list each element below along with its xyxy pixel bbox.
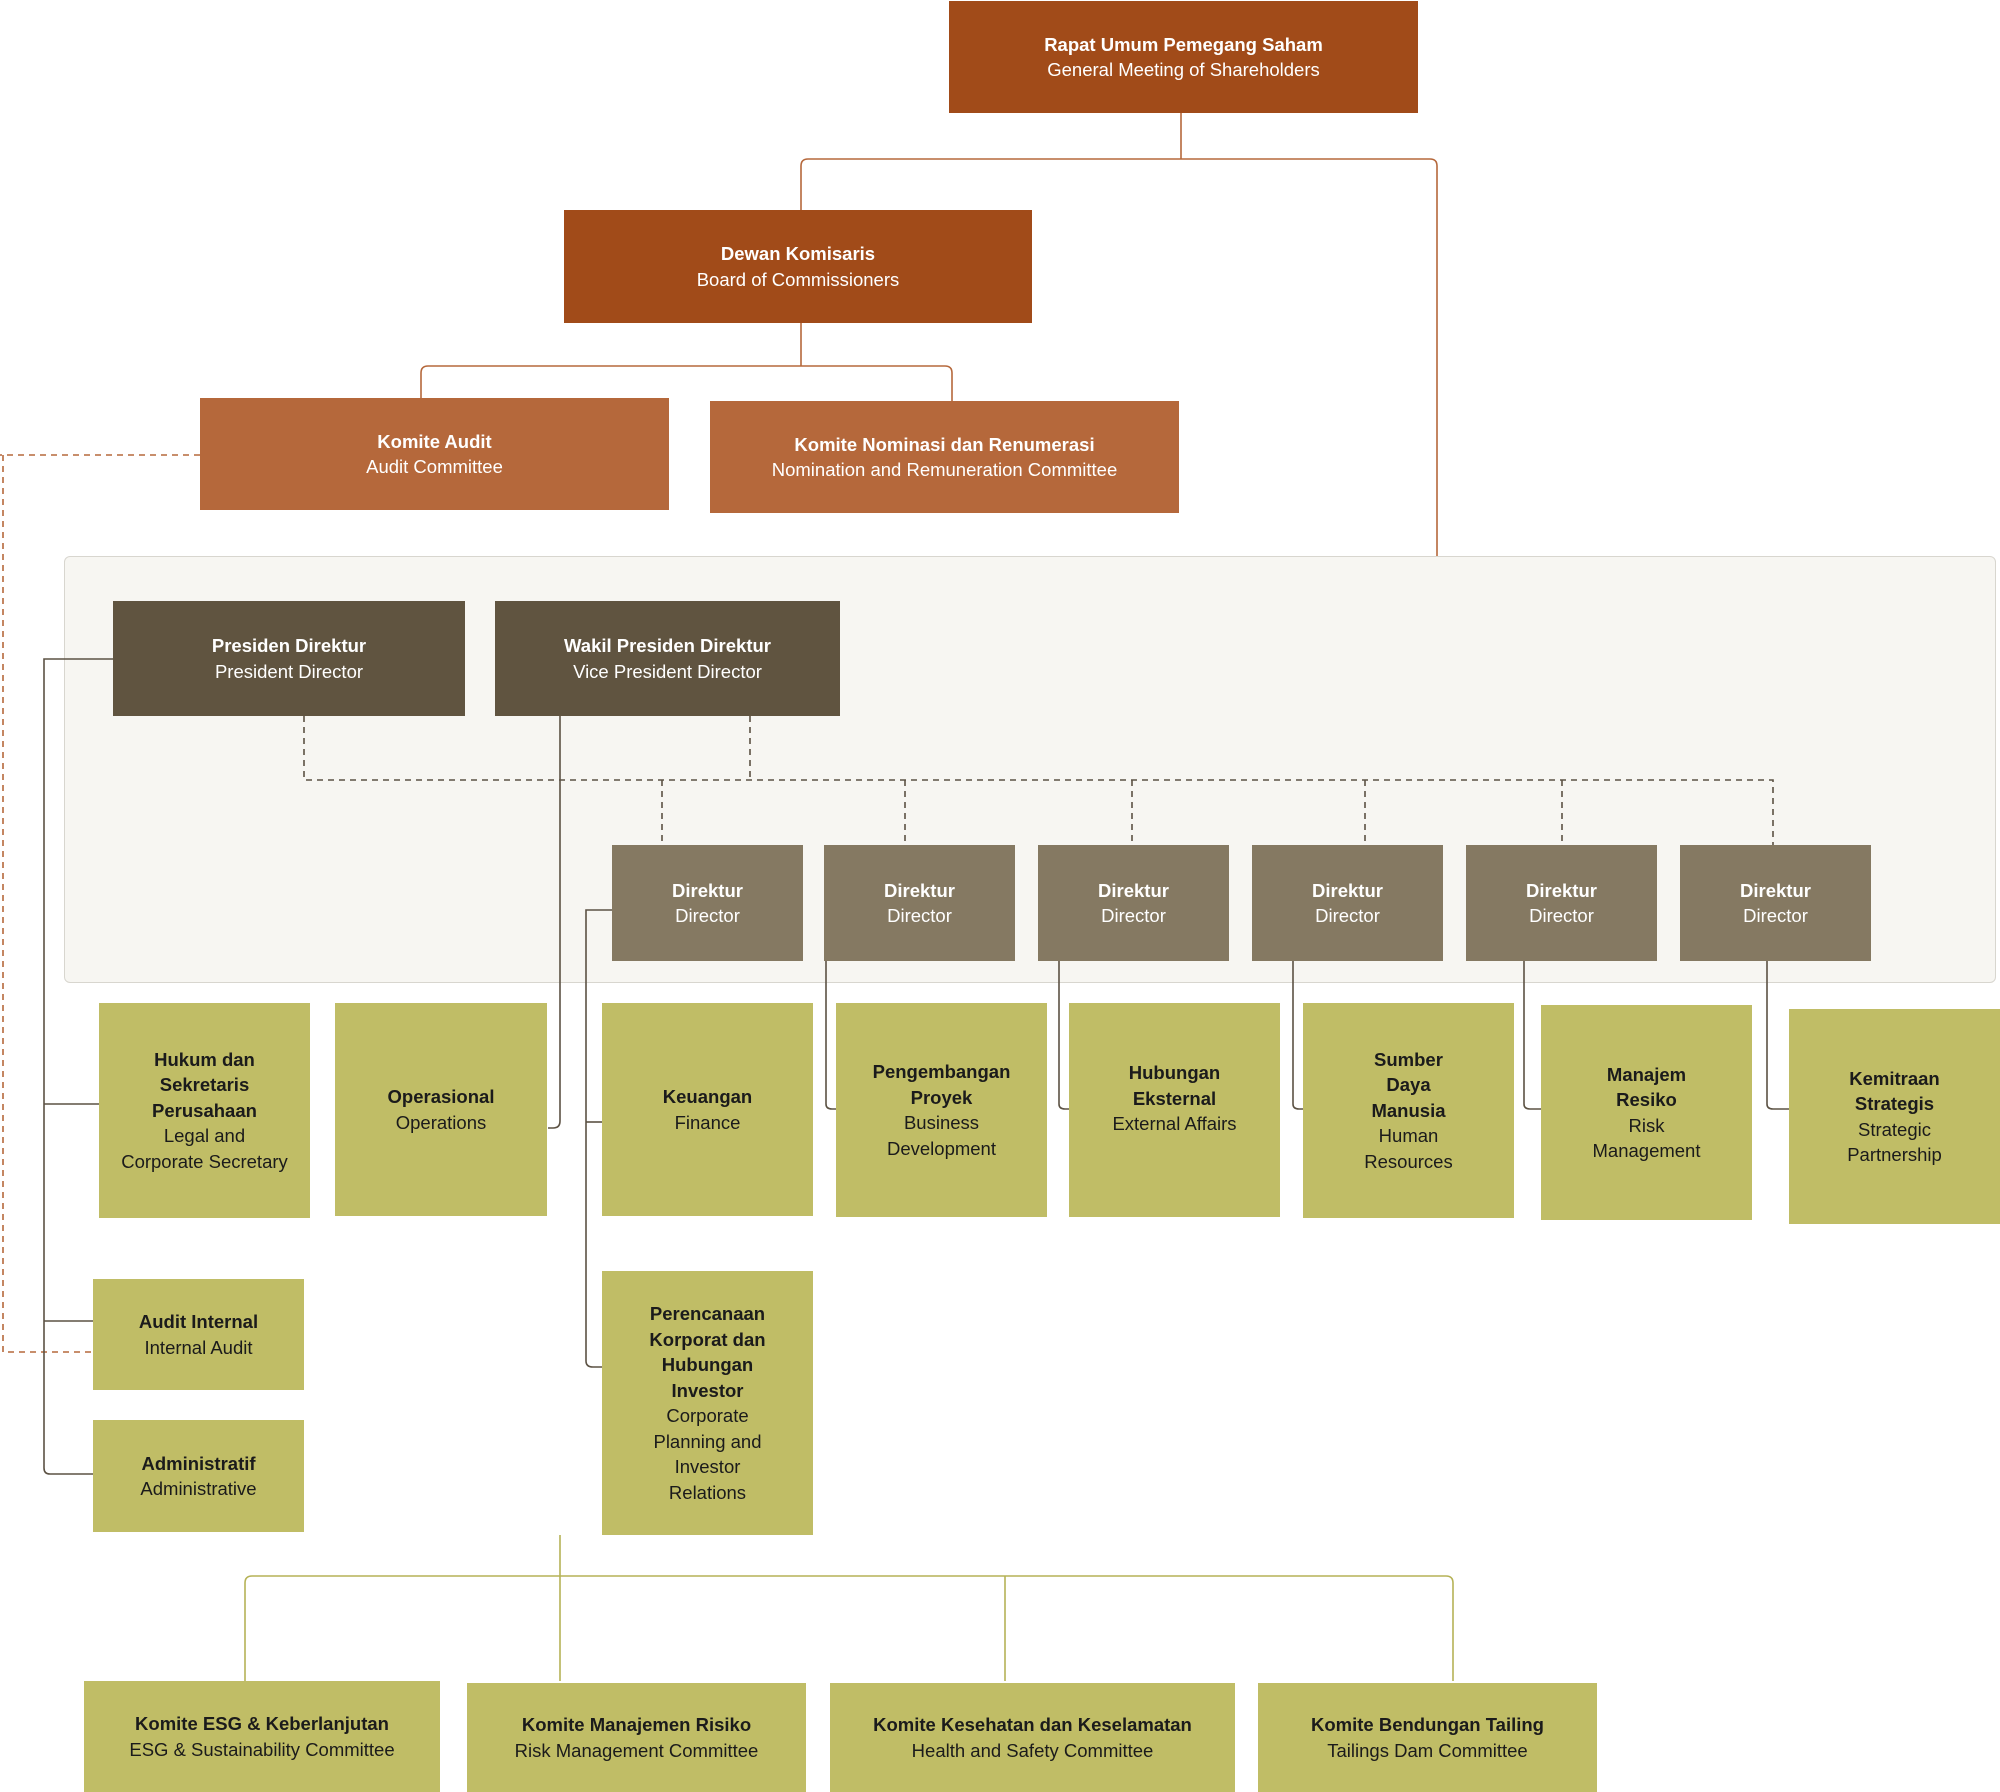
esg-committee-box: Komite ESG & Keberlanjutan ESG & Sustain… — [84, 1681, 440, 1792]
director-box: Direktur Director — [824, 845, 1015, 961]
external-affairs-box: Hubungan Eksternal External Affairs — [1069, 1003, 1280, 1217]
business-development-title-id: Pengembangan Proyek — [872, 1061, 1011, 1108]
line-dir5-rm — [1523, 961, 1541, 1110]
internal-audit-title-id: Audit Internal — [138, 1311, 259, 1332]
line-president-spine — [43, 658, 113, 1475]
director-title-id: Direktur — [1526, 879, 1597, 901]
line-vp-operations — [548, 716, 561, 1129]
director-box: Direktur Director — [612, 845, 803, 961]
health-safety-committee-en: Health and Safety Committee — [911, 1739, 1154, 1761]
human-resources-title-en: Human Resources — [1364, 1125, 1453, 1172]
director-box: Direktur Director — [1466, 845, 1657, 961]
human-resources-box: Sumber Daya Manusia Human Resources — [1303, 1003, 1514, 1218]
director-title-en: Director — [1529, 905, 1594, 926]
director-box: Direktur Director — [1038, 845, 1229, 961]
boc-title-en: Board of Commissioners — [696, 268, 900, 290]
risk-management-committee-box: Komite Manajemen Risiko Risk Management … — [467, 1683, 806, 1792]
gms-box: Rapat Umum Pemegang Saham General Meetin… — [949, 1, 1418, 113]
strategic-partnership-box: Kemitraan Strategis Strategic Partnershi… — [1789, 1009, 2000, 1224]
line-audit-dashed — [0, 454, 200, 1353]
line-dir6-sp — [1766, 961, 1789, 1110]
line-boc-branch — [420, 365, 953, 401]
internal-audit-box: Audit Internal Internal Audit — [93, 1279, 304, 1390]
administrative-box: Administratif Administrative — [93, 1420, 304, 1532]
external-affairs-title-id: Hubungan Eksternal — [1128, 1062, 1221, 1109]
esg-committee-id: Komite ESG & Keberlanjutan — [135, 1713, 389, 1734]
operations-box: Operasional Operations — [335, 1003, 547, 1216]
vice-president-director-en: Vice President Director — [573, 660, 762, 682]
risk-management-box: Manajem Resiko Risk Management — [1541, 1005, 1752, 1220]
nomination-committee-id: Komite Nominasi dan Renumerasi — [794, 433, 1095, 455]
line-directors-dashed — [303, 716, 1774, 845]
esg-committee-en: ESG & Sustainability Committee — [129, 1738, 395, 1760]
corporate-planning-investor-relations-box: Perencanaan Korporat dan Hubungan Invest… — [602, 1271, 813, 1535]
human-resources-title-id: Sumber Daya Manusia — [1371, 1048, 1446, 1121]
finance-box: Keuangan Finance — [602, 1003, 813, 1216]
president-director-en: President Director — [214, 660, 364, 682]
internal-audit-title-en: Internal Audit — [144, 1336, 253, 1358]
business-development-title-en: Business Development — [886, 1112, 996, 1159]
director-title-en: Director — [887, 905, 952, 926]
nomination-committee-en: Nomination and Remuneration Committee — [771, 459, 1118, 480]
administrative-title-id: Administratif — [141, 1452, 256, 1474]
boc-box: Dewan Komisaris Board of Commissioners — [564, 210, 1032, 323]
operations-title-en: Operations — [395, 1111, 487, 1133]
finance-title-id: Keuangan — [662, 1086, 753, 1107]
gms-title-en: General Meeting of Shareholders — [1047, 59, 1320, 80]
line-dir4-hr — [1292, 961, 1303, 1110]
director-title-id: Direktur — [1312, 879, 1383, 901]
nomination-committee-box: Komite Nominasi dan Renumerasi Nominatio… — [710, 401, 1179, 513]
director-box: Direktur Director — [1252, 845, 1443, 961]
finance-title-en: Finance — [674, 1111, 741, 1133]
audit-committee-box: Komite Audit Audit Committee — [200, 398, 669, 510]
director-title-id: Direktur — [1098, 879, 1169, 901]
legal-title-id: Hukum dan Sekretaris Perusahaan — [152, 1048, 257, 1121]
director-title-id: Direktur — [672, 879, 743, 901]
gms-title-id: Rapat Umum Pemegang Saham — [1044, 33, 1323, 55]
president-director-box: Presiden Direktur President Director — [113, 601, 465, 716]
line-dir2-bd — [825, 961, 836, 1110]
corporate-planning-title-id: Perencanaan Korporat dan Hubungan Invest… — [649, 1303, 766, 1401]
audit-committee-en: Audit Committee — [366, 456, 503, 477]
director-box: Direktur Director — [1680, 845, 1871, 961]
administrative-title-en: Administrative — [140, 1478, 257, 1499]
corporate-planning-title-en: Corporate Planning and Investor Relation… — [653, 1405, 762, 1503]
strategic-partnership-title-en: Strategic Partnership — [1847, 1118, 1942, 1166]
director-title-id: Direktur — [1740, 879, 1811, 901]
health-safety-committee-id: Komite Kesehatan dan Keselamatan — [873, 1714, 1192, 1735]
director-title-en: Director — [1315, 905, 1380, 926]
tailings-committee-id: Komite Bendungan Tailing — [1311, 1714, 1544, 1735]
risk-management-title-en: Risk Management — [1592, 1114, 1701, 1162]
line-dir1-spine — [585, 909, 612, 1368]
director-title-en: Director — [1743, 905, 1808, 926]
director-title-id: Direktur — [884, 879, 955, 901]
legal-corporate-secretary-box: Hukum dan Sekretaris Perusahaan Legal an… — [99, 1003, 310, 1218]
health-safety-committee-box: Komite Kesehatan dan Keselamatan Health … — [830, 1683, 1235, 1792]
line-gms-branch — [800, 158, 1438, 556]
risk-management-title-id: Manajem Resiko — [1606, 1063, 1687, 1111]
risk-committee-en: Risk Management Committee — [514, 1739, 759, 1761]
strategic-partnership-title-id: Kemitraan Strategis — [1849, 1067, 1940, 1115]
vice-president-director-id: Wakil Presiden Direktur — [564, 635, 771, 656]
tailings-dam-committee-box: Komite Bendungan Tailing Tailings Dam Co… — [1258, 1683, 1597, 1792]
director-title-en: Director — [1101, 905, 1166, 926]
line-board-committees — [244, 1535, 1454, 1681]
vice-president-director-box: Wakil Presiden Direktur Vice President D… — [495, 601, 840, 716]
operations-title-id: Operasional — [387, 1086, 495, 1107]
tailings-committee-en: Tailings Dam Committee — [1327, 1739, 1528, 1761]
president-director-id: Presiden Direktur — [211, 635, 367, 656]
external-affairs-title-en: External Affairs — [1112, 1113, 1237, 1134]
audit-committee-id: Komite Audit — [377, 430, 492, 452]
line-dir3-ea — [1058, 961, 1069, 1110]
risk-committee-id: Komite Manajemen Risiko — [521, 1714, 752, 1735]
director-title-en: Director — [675, 905, 740, 926]
business-development-box: Pengembangan Proyek Business Development — [836, 1003, 1047, 1217]
legal-title-en: Legal and Corporate Secretary — [121, 1125, 288, 1172]
boc-title-id: Dewan Komisaris — [720, 243, 876, 264]
